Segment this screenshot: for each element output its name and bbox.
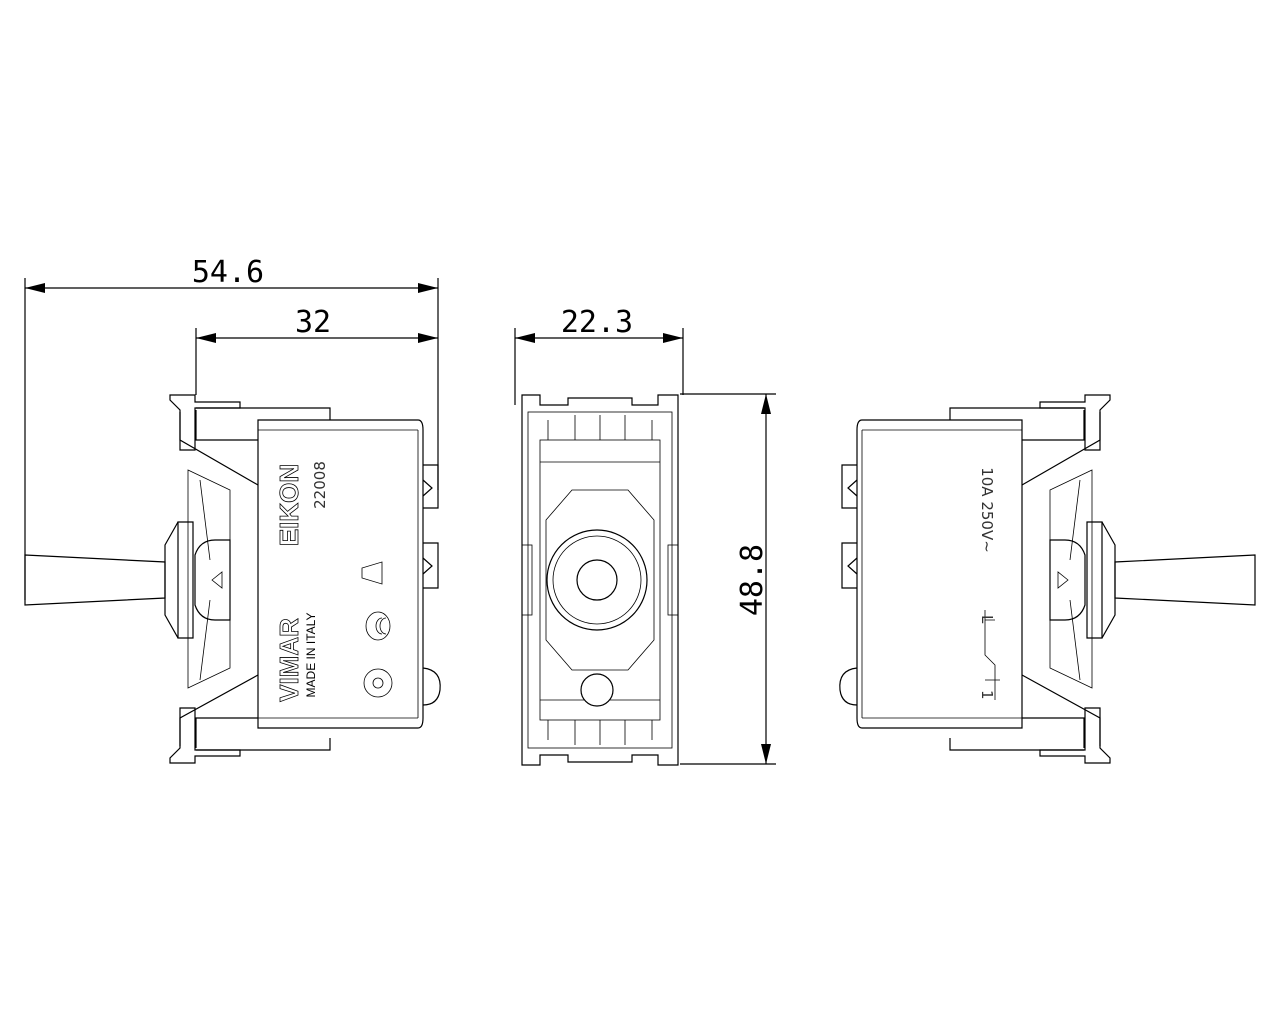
- terminal-1-label: 1: [978, 690, 996, 700]
- dimension-height: 48.8: [680, 393, 776, 765]
- front-view: [521, 394, 679, 766]
- dimension-label-48-8: 48.8: [735, 544, 770, 616]
- dimension-label-54-6: 54.6: [192, 255, 264, 290]
- imq-mark-icon: [363, 668, 393, 698]
- rating-label: 10A 250V~: [978, 467, 996, 553]
- dimension-overall-depth: 54.6: [24, 255, 439, 600]
- dimension-width: 22.3: [514, 305, 684, 405]
- dimension-body-depth: 32: [195, 305, 438, 395]
- series-label: EIKON: [274, 464, 304, 546]
- product-code: 22008: [311, 461, 329, 509]
- side-view-right: [839, 394, 1256, 764]
- dimension-label-32: 32: [295, 305, 331, 340]
- right-view-markings: 10A 250V~ L 1: [978, 467, 996, 699]
- dimension-label-22-3: 22.3: [561, 305, 633, 340]
- left-view-markings: EIKON 22008 VIMAR MADE IN ITALY: [274, 461, 393, 702]
- side-view-left: [24, 394, 441, 764]
- terminal-l-label: L: [978, 615, 996, 624]
- vde-mark-icon: [361, 561, 383, 585]
- brand-label: VIMAR: [274, 618, 304, 702]
- origin-label: MADE IN ITALY: [304, 613, 318, 698]
- cccmark-icon: [365, 611, 391, 641]
